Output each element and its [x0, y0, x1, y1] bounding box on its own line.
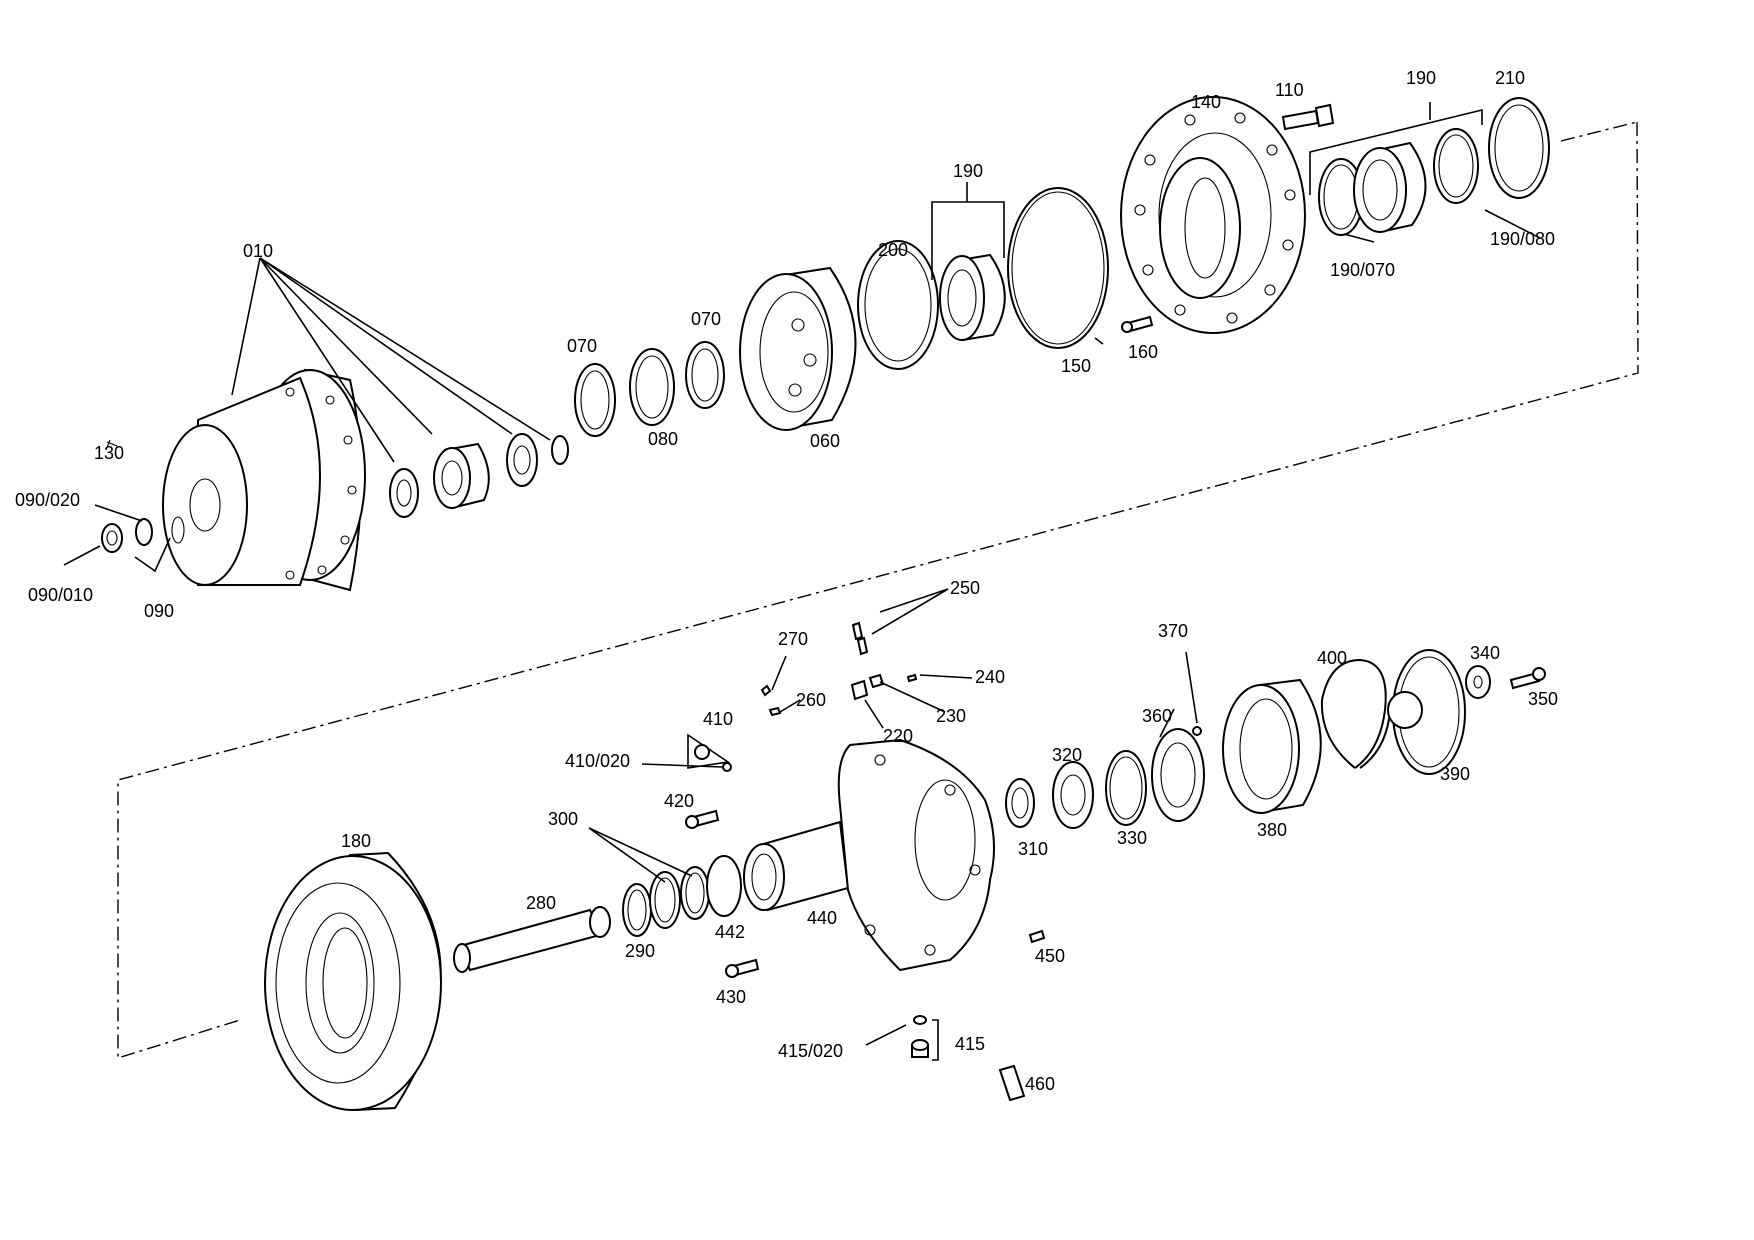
- label-310: 310: [1018, 839, 1048, 859]
- label-320: 320: [1052, 745, 1082, 765]
- leader-lines: [63, 209, 1541, 1046]
- label-230: 230: [936, 706, 966, 726]
- label-440: 440: [807, 908, 837, 928]
- label-070a: 070: [567, 336, 597, 356]
- label-460: 460: [1025, 1074, 1055, 1094]
- label-250: 250: [950, 578, 980, 598]
- assembly-boundary: [117, 121, 1639, 1059]
- part-200-190: [857, 182, 1006, 370]
- label-415: 415: [955, 1034, 985, 1054]
- label-410: 410: [703, 709, 733, 729]
- part-380-ring: [1222, 678, 1322, 814]
- label-200: 200: [878, 240, 908, 260]
- label-140: 140: [1191, 92, 1221, 112]
- label-370: 370: [1158, 621, 1188, 641]
- label-220: 220: [883, 726, 913, 746]
- label-210: 210: [1495, 68, 1525, 88]
- label-240: 240: [975, 667, 1005, 687]
- label-190a: 190: [953, 161, 983, 181]
- label-420: 420: [664, 791, 694, 811]
- label-340: 340: [1470, 643, 1500, 663]
- part-140-hub: [1120, 96, 1306, 334]
- label-300: 300: [548, 809, 578, 829]
- label-270: 270: [778, 629, 808, 649]
- part-360-370: [1151, 726, 1205, 822]
- part-labels: 010 130 090/020 090/010 090 070 070 080 …: [15, 68, 1558, 1094]
- part-310-320-330: [1005, 750, 1147, 829]
- label-350: 350: [1528, 689, 1558, 709]
- label-190b: 190: [1406, 68, 1436, 88]
- part-390-cover: [1387, 649, 1466, 775]
- label-150: 150: [1061, 356, 1091, 376]
- label-180: 180: [341, 831, 371, 851]
- label-160: 160: [1128, 342, 1158, 362]
- part-280-shaft: [453, 906, 611, 973]
- label-190-080: 190/080: [1490, 229, 1555, 249]
- label-330: 330: [1117, 828, 1147, 848]
- label-090-010: 090/010: [28, 585, 93, 605]
- part-060-ring-gear: [739, 266, 857, 431]
- label-415-020: 415/020: [778, 1041, 843, 1061]
- label-400: 400: [1317, 648, 1347, 668]
- part-290-300-442: [622, 855, 742, 937]
- label-010: 010: [243, 241, 273, 261]
- label-130: 130: [94, 443, 124, 463]
- label-260: 260: [796, 690, 826, 710]
- label-070b: 070: [691, 309, 721, 329]
- part-150-160: [1007, 187, 1154, 349]
- part-180-disc: [264, 851, 442, 1112]
- label-360: 360: [1142, 706, 1172, 726]
- label-442: 442: [715, 922, 745, 942]
- label-410-020: 410/020: [565, 751, 630, 771]
- part-090: [101, 439, 153, 553]
- label-090-020: 090/020: [15, 490, 80, 510]
- part-340-350: [1465, 665, 1546, 699]
- part-415-460: [911, 1015, 1026, 1102]
- part-070-080-rings: [574, 341, 725, 437]
- label-430: 430: [716, 987, 746, 1007]
- label-450: 450: [1035, 946, 1065, 966]
- part-010-housing: [162, 368, 366, 592]
- label-190-070: 190/070: [1330, 260, 1395, 280]
- part-400-snapring: [1320, 658, 1391, 769]
- label-290: 290: [625, 941, 655, 961]
- assembly-boundary-top: [1560, 121, 1638, 142]
- part-440-spindle: [743, 738, 995, 972]
- label-380: 380: [1257, 820, 1287, 840]
- label-080: 080: [648, 429, 678, 449]
- label-280: 280: [526, 893, 556, 913]
- tiny-parts: [760, 621, 918, 717]
- part-010-bearings: [389, 433, 569, 518]
- label-090: 090: [144, 601, 174, 621]
- label-110: 110: [1275, 80, 1304, 100]
- label-060: 060: [810, 431, 840, 451]
- part-110-bolt: [1281, 103, 1335, 131]
- small-fasteners: [685, 733, 1046, 978]
- label-390: 390: [1440, 764, 1470, 784]
- part-190-set: [1309, 97, 1550, 236]
